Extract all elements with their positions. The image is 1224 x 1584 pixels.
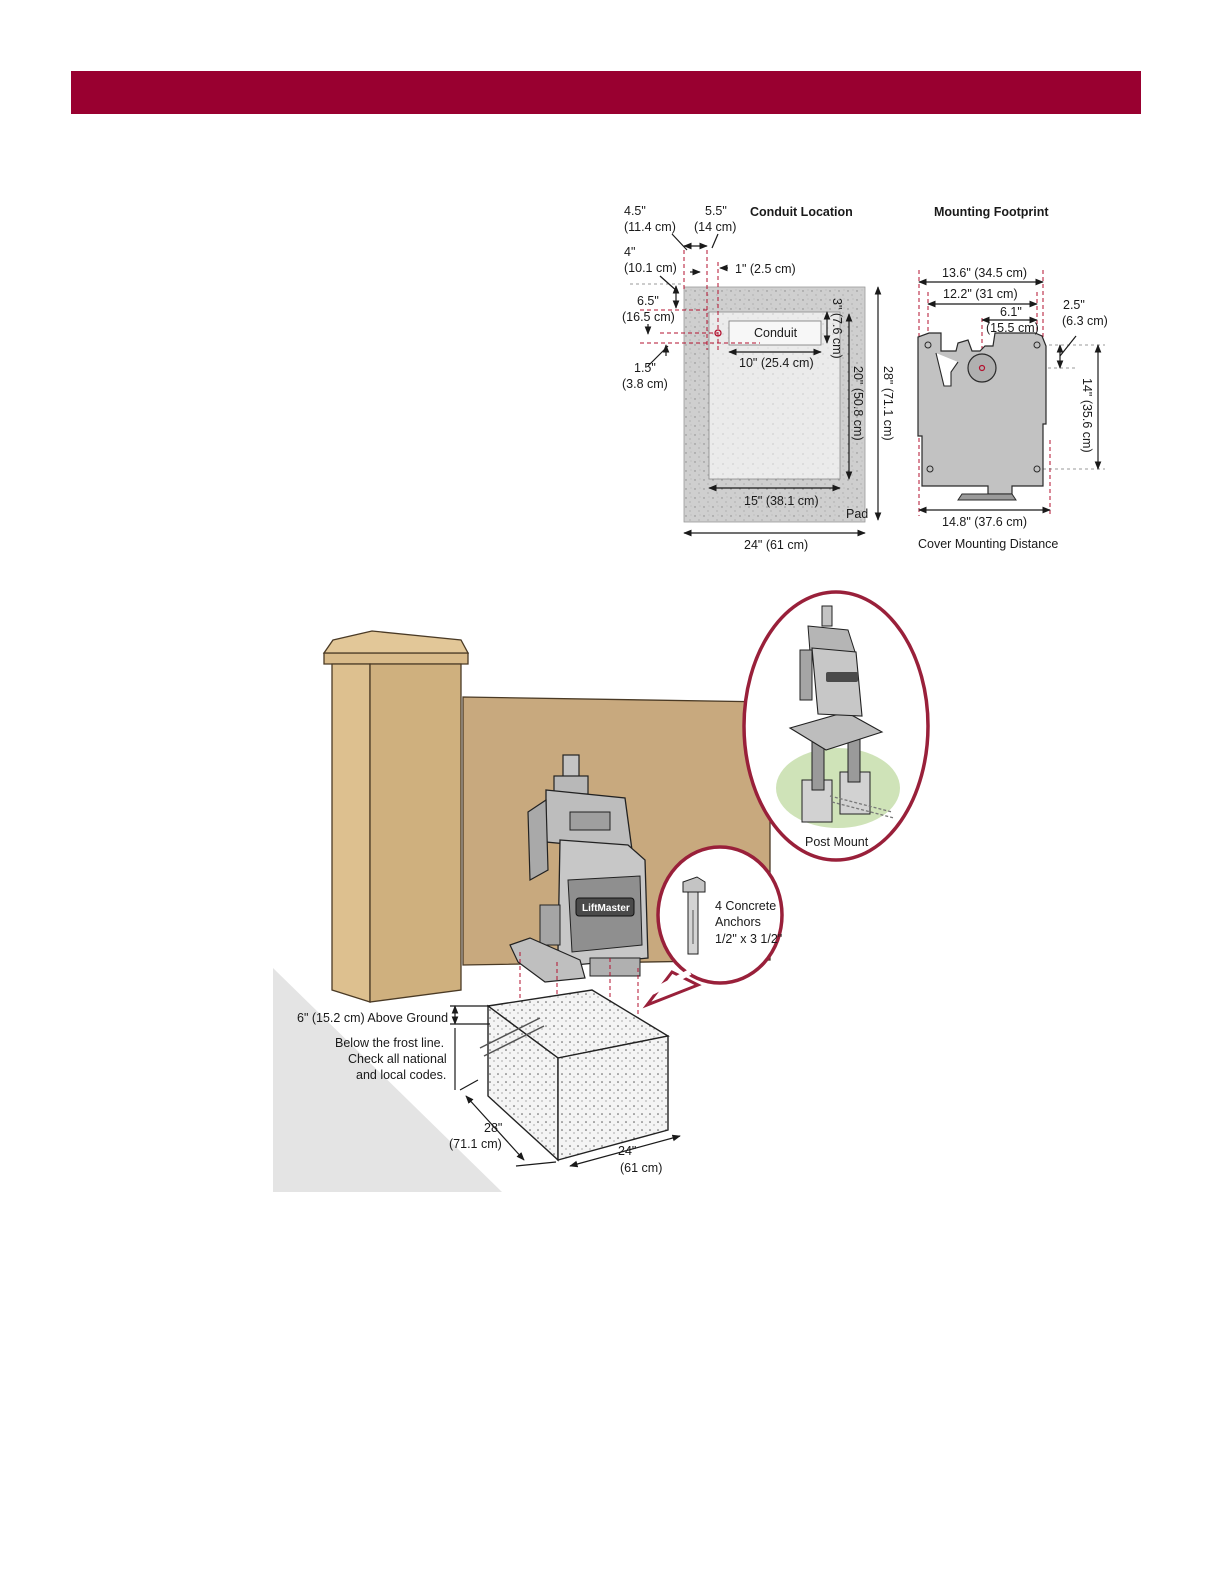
brand-label: LiftMaster [582,903,630,914]
depth-cm-label: (71.1 cm) [449,1137,502,1151]
conduit-label: Conduit [754,326,798,340]
width-cm-label: (61 cm) [620,1161,662,1175]
gate-operator: LiftMaster [509,754,649,983]
dim-6-1-in: 6.1" [1000,305,1022,319]
dim-4-5-cm: (11.4 cm) [624,220,676,234]
depth-in-label: 28" [484,1121,502,1135]
header-bar [71,71,1141,114]
mounting-footprint-diagram: Mounting Footprint 13.6" (34.5 cm) 12.2"… [917,205,1108,551]
conduit-location-diagram: Conduit Location Conduit Pad 4.5" (11.4 … [622,204,895,552]
anchors-callout: 4 Concrete Anchors 1/2" x 3 1/2" [642,845,784,1009]
dim-4-cm: (10.1 cm) [624,261,677,275]
conduit-location-title: Conduit Location [750,205,853,219]
frost-line-2: Check all national [348,1052,447,1066]
pad-label: Pad [846,507,868,521]
frost-line-3: and local codes. [356,1068,446,1082]
dim-14-8-in: 14.8" (37.6 cm) [942,515,1027,529]
anchors-label-3: 1/2" x 3 1/2" [715,932,782,946]
post-mount-label: Post Mount [805,835,869,849]
conduit-label-box [728,320,822,346]
cover-mounting-distance-label: Cover Mounting Distance [918,537,1058,551]
dim-20-in: 20" (50.8 cm) [851,366,865,441]
dim-13-6-in: 13.6" (34.5 cm) [942,266,1027,280]
post-mount-callout: Post Mount [742,590,930,862]
dim-10-in: 10" (25.4 cm) [739,356,814,370]
dim-15-in: 15" (38.1 cm) [744,494,819,508]
mounting-footprint-title: Mounting Footprint [934,205,1049,219]
frost-line-1: Below the frost line. [335,1036,444,1050]
dim-6-5-cm: (16.5 cm) [622,310,675,324]
dim-14-in: 14" (35.6 cm) [1080,378,1094,453]
brick-pillar [322,630,470,1003]
dim-12-2-in: 12.2" (31 cm) [943,287,1018,301]
dim-5-5-cm: (14 cm) [694,220,736,234]
dim-5-5-in: 5.5" [705,204,727,218]
dim-4-in: 4" [624,245,635,259]
dim-6-1-cm: (15.5 cm) [986,321,1039,335]
dim-28-in: 28" (71.1 cm) [881,366,895,441]
dim-2-5-in: 2.5" [1063,298,1085,312]
width-in-label: 24" [618,1144,636,1158]
dim-1-in: 1" (2.5 cm) [735,262,796,276]
anchors-label-1: 4 Concrete [715,899,776,913]
installation-illustration: LiftMaster 6" (15.2 cm) Above Ground Bel… [273,590,930,1192]
dim-1-5-cm: (3.8 cm) [622,377,668,391]
dim-3-in: 3" (7.6 cm) [830,298,844,359]
above-ground-label: 6" (15.2 cm) Above Ground [297,1011,448,1025]
ground-wedge [273,968,502,1192]
drive-shaft-circle [967,353,997,383]
dim-2-5-cm: (6.3 cm) [1062,314,1108,328]
dim-6-5-in: 6.5" [637,294,659,308]
dim-24-in: 24" (61 cm) [744,538,808,552]
concrete-block [479,989,670,1162]
anchors-label-2: Anchors [715,915,761,929]
dim-4-5-in: 4.5" [624,204,646,218]
dim-1-5-in: 1.5" [634,361,656,375]
